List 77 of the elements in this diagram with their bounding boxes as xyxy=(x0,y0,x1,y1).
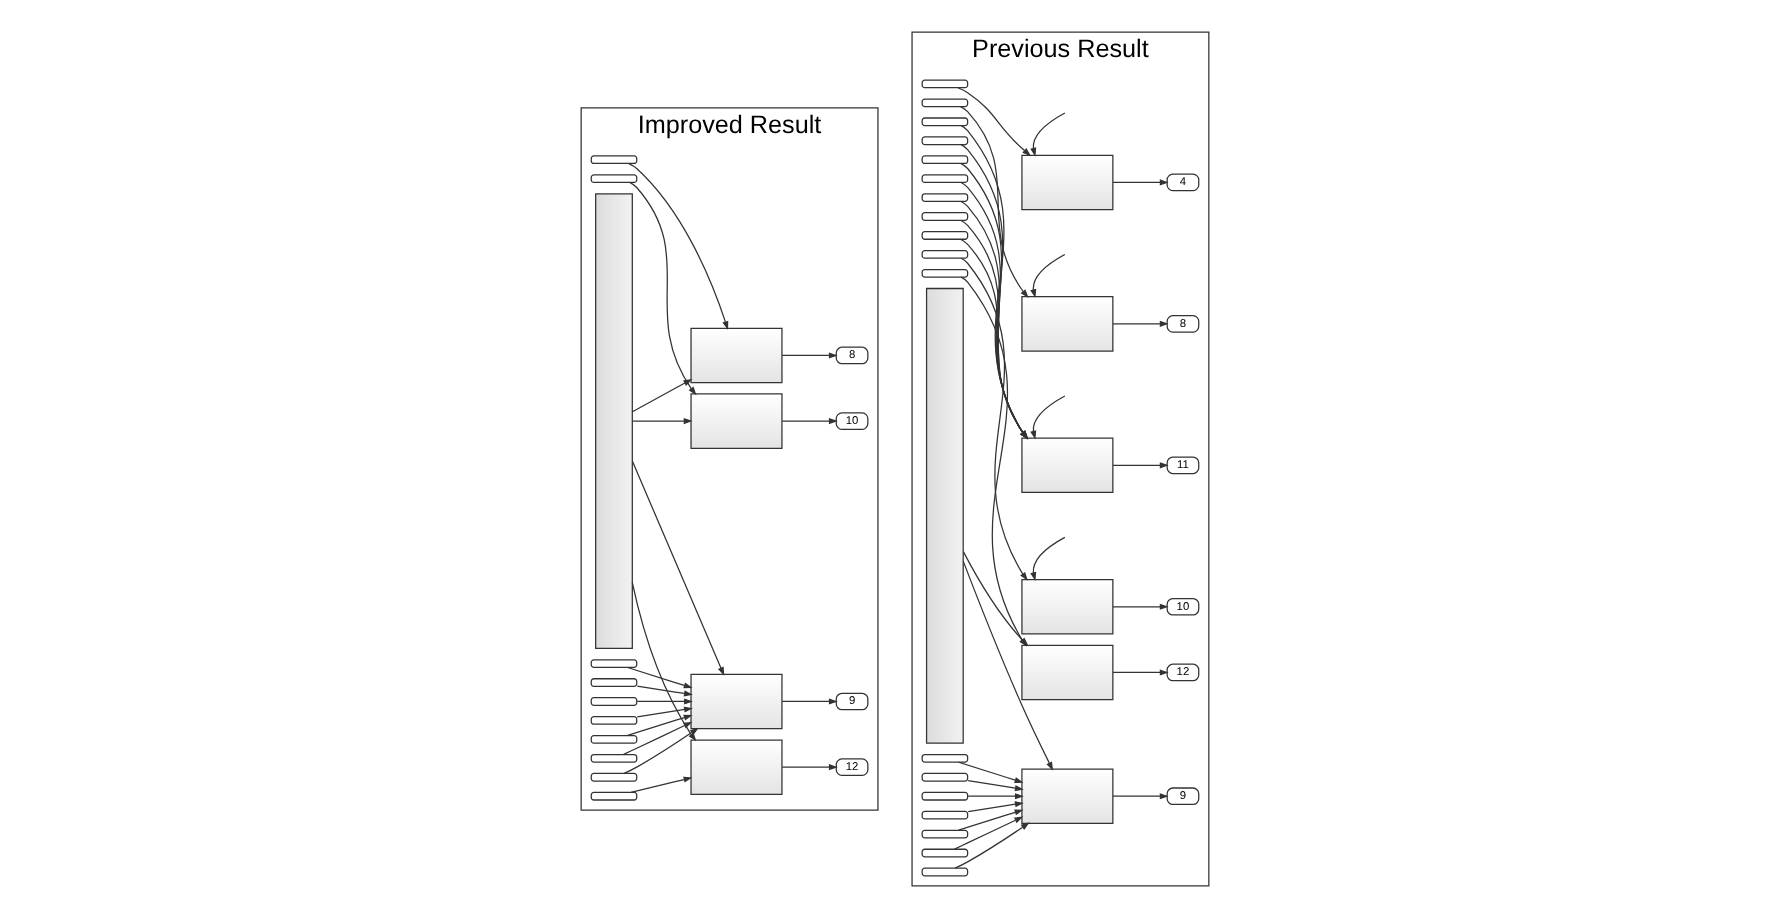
node-box xyxy=(921,268,969,278)
arrow xyxy=(623,721,693,755)
arrow xyxy=(967,780,1024,792)
arrow xyxy=(957,87,1032,157)
arrow xyxy=(781,764,838,771)
arrow xyxy=(636,698,693,705)
arrow xyxy=(781,352,838,359)
arrow xyxy=(962,560,1054,771)
arrow xyxy=(957,809,1024,831)
arrow xyxy=(1112,179,1169,186)
node-box xyxy=(590,734,638,744)
arrow xyxy=(1020,395,1066,440)
node-box xyxy=(1021,437,1114,494)
arrow xyxy=(1112,603,1169,610)
arrow xyxy=(631,418,693,425)
node-box xyxy=(590,155,638,165)
arrow xyxy=(1112,669,1169,676)
node-bar xyxy=(595,193,633,650)
node-box xyxy=(921,848,969,858)
node-box xyxy=(921,791,969,801)
node-box xyxy=(590,791,638,801)
node-box xyxy=(1021,296,1114,352)
node-box xyxy=(921,753,969,763)
arrow xyxy=(781,418,838,425)
arrow xyxy=(1020,253,1066,299)
node-box xyxy=(590,678,638,687)
arrow xyxy=(636,685,693,697)
node-box xyxy=(1021,154,1114,211)
arrow xyxy=(781,698,838,705)
node-bar xyxy=(925,287,964,744)
node-box xyxy=(690,739,783,795)
node-box xyxy=(690,327,783,384)
arrow xyxy=(967,801,1024,813)
node-box xyxy=(1021,644,1114,701)
arrow xyxy=(957,761,1024,784)
node-box xyxy=(921,136,969,146)
arrow xyxy=(630,776,693,794)
node-box xyxy=(921,250,969,259)
node-box xyxy=(921,174,969,184)
arrow xyxy=(959,106,1029,299)
arrow xyxy=(631,582,697,742)
node-box xyxy=(590,716,638,725)
node-box xyxy=(590,772,638,782)
node-box xyxy=(690,673,783,730)
arrow xyxy=(967,793,1024,800)
node-box xyxy=(921,117,969,127)
node-box xyxy=(921,810,969,820)
arrow xyxy=(960,257,1028,581)
arrow xyxy=(623,727,699,775)
node-box xyxy=(921,79,969,89)
node-box xyxy=(921,155,969,165)
node-box xyxy=(1021,768,1114,824)
arrow xyxy=(628,162,729,331)
arrow xyxy=(627,666,693,689)
node-box xyxy=(1021,579,1114,635)
arrow xyxy=(1112,462,1169,469)
node-box xyxy=(921,98,969,108)
arrow xyxy=(1112,793,1169,800)
arrow xyxy=(953,816,1024,850)
node-box xyxy=(590,697,638,706)
node-box xyxy=(590,174,638,184)
arrow xyxy=(627,714,693,737)
node-box xyxy=(921,867,969,877)
node-box xyxy=(921,231,969,240)
arrow xyxy=(1022,112,1066,157)
node-box xyxy=(921,772,969,782)
node-box xyxy=(690,393,783,449)
node-box xyxy=(590,753,638,763)
arrow xyxy=(631,460,725,676)
node-box xyxy=(921,212,969,221)
node-box xyxy=(921,829,969,839)
arrow xyxy=(636,706,693,718)
node-box xyxy=(921,193,969,202)
node-box xyxy=(590,659,638,668)
arrow xyxy=(1112,320,1169,327)
arrow xyxy=(954,822,1030,869)
arrow xyxy=(1030,536,1066,581)
